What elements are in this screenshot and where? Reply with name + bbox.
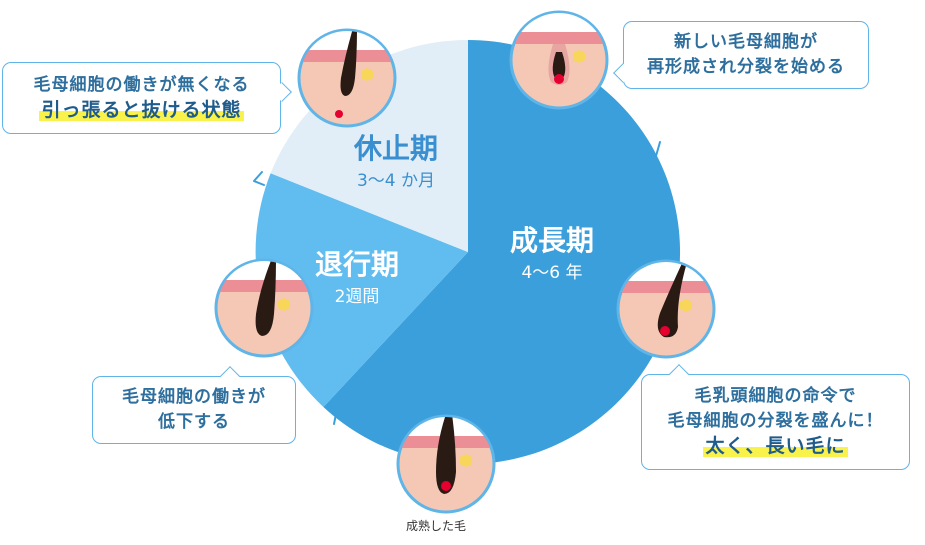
cycle-arrow-icon (579, 409, 591, 421)
hair-follicle-icon (297, 28, 397, 128)
callout-top-right-line2: 再形成され分裂を始める (647, 57, 845, 77)
phase-duration-growth: 4〜6 年 (521, 263, 582, 283)
phase-duration-rest: 3〜4 か月 (357, 171, 435, 191)
hair-follicle-icon (396, 414, 496, 514)
sector-regression (255, 173, 468, 407)
callout-bottom-left-line1: 毛母細胞の働きが (122, 387, 266, 407)
sector-rest (270, 39, 468, 253)
callout-top-left-line1: 毛母細胞の働きが無くなる (33, 74, 250, 95)
cycle-arrow-icon (647, 141, 661, 157)
callout-top-left: 毛母細胞の働きが無くなる 引っ張ると抜ける状態 (2, 62, 292, 134)
phase-duration-regression: 2週間 (335, 287, 380, 307)
callout-top-right: 新しい毛母細胞が 再形成され分裂を始める (613, 21, 869, 89)
callout-bottom-right-line2: 毛母細胞の分裂を盛んに！ (667, 411, 884, 431)
callout-top-left-highlight: 引っ張ると抜ける状態 (39, 98, 244, 121)
callout-bottom-left-line2: 低下する (158, 412, 230, 432)
cycle-arrow-icon (327, 406, 337, 425)
hair-follicle-icon (616, 259, 716, 359)
phase-name-rest: 休止期 (353, 132, 438, 165)
sector-growth (323, 39, 681, 465)
callout-bottom-right-line1: 毛乳頭細胞の命令で (694, 386, 857, 406)
hair-follicle-icon (214, 258, 314, 358)
caption-mature-hair: 成熟した毛 (406, 519, 467, 533)
callout-bottom-left: 毛母細胞の働きが 低下する (92, 366, 296, 444)
cycle-arrow-icon (253, 171, 265, 186)
callout-bottom-right-highlight: 太く、長い毛に (703, 435, 848, 457)
hair-follicle-icon (509, 10, 609, 110)
phase-name-growth: 成長期 (510, 224, 594, 257)
callout-top-right-line1: 新しい毛母細胞が (674, 32, 818, 52)
phase-name-regression: 退行期 (315, 248, 399, 281)
callout-bottom-right: 毛乳頭細胞の命令で 毛母細胞の分裂を盛んに！ 太く、長い毛に (641, 364, 910, 470)
